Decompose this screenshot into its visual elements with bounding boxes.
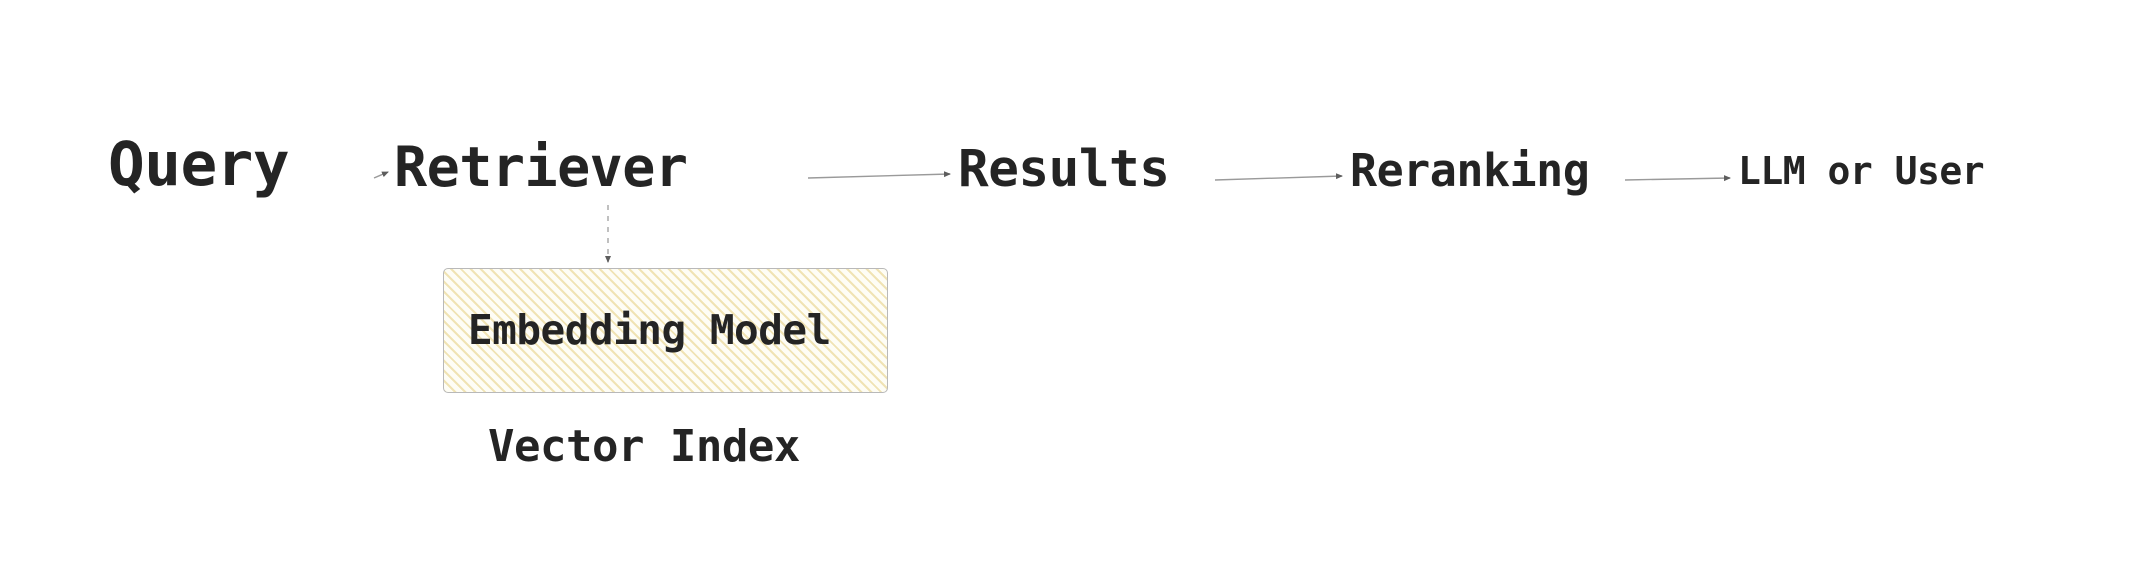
embedding-model-label: Embedding Model — [468, 306, 831, 354]
edge-retriever-to-results — [807, 171, 951, 179]
edge-query-to-retriever — [373, 171, 389, 179]
embedding-model-box[interactable]: Embedding Model — [443, 268, 888, 393]
edge-reranking-to-llm-user — [1624, 175, 1731, 182]
pipeline-node-llm-or-user[interactable]: LLM or User — [1738, 149, 1985, 193]
pipeline-node-reranking[interactable]: Reranking — [1350, 144, 1590, 197]
pipeline-node-retriever[interactable]: Retriever — [394, 135, 688, 199]
pipeline-node-results[interactable]: Results — [958, 140, 1170, 199]
pipeline-node-query[interactable]: Query — [108, 129, 290, 200]
edge-results-to-reranking — [1214, 173, 1343, 181]
vector-index-caption: Vector Index — [488, 421, 800, 472]
